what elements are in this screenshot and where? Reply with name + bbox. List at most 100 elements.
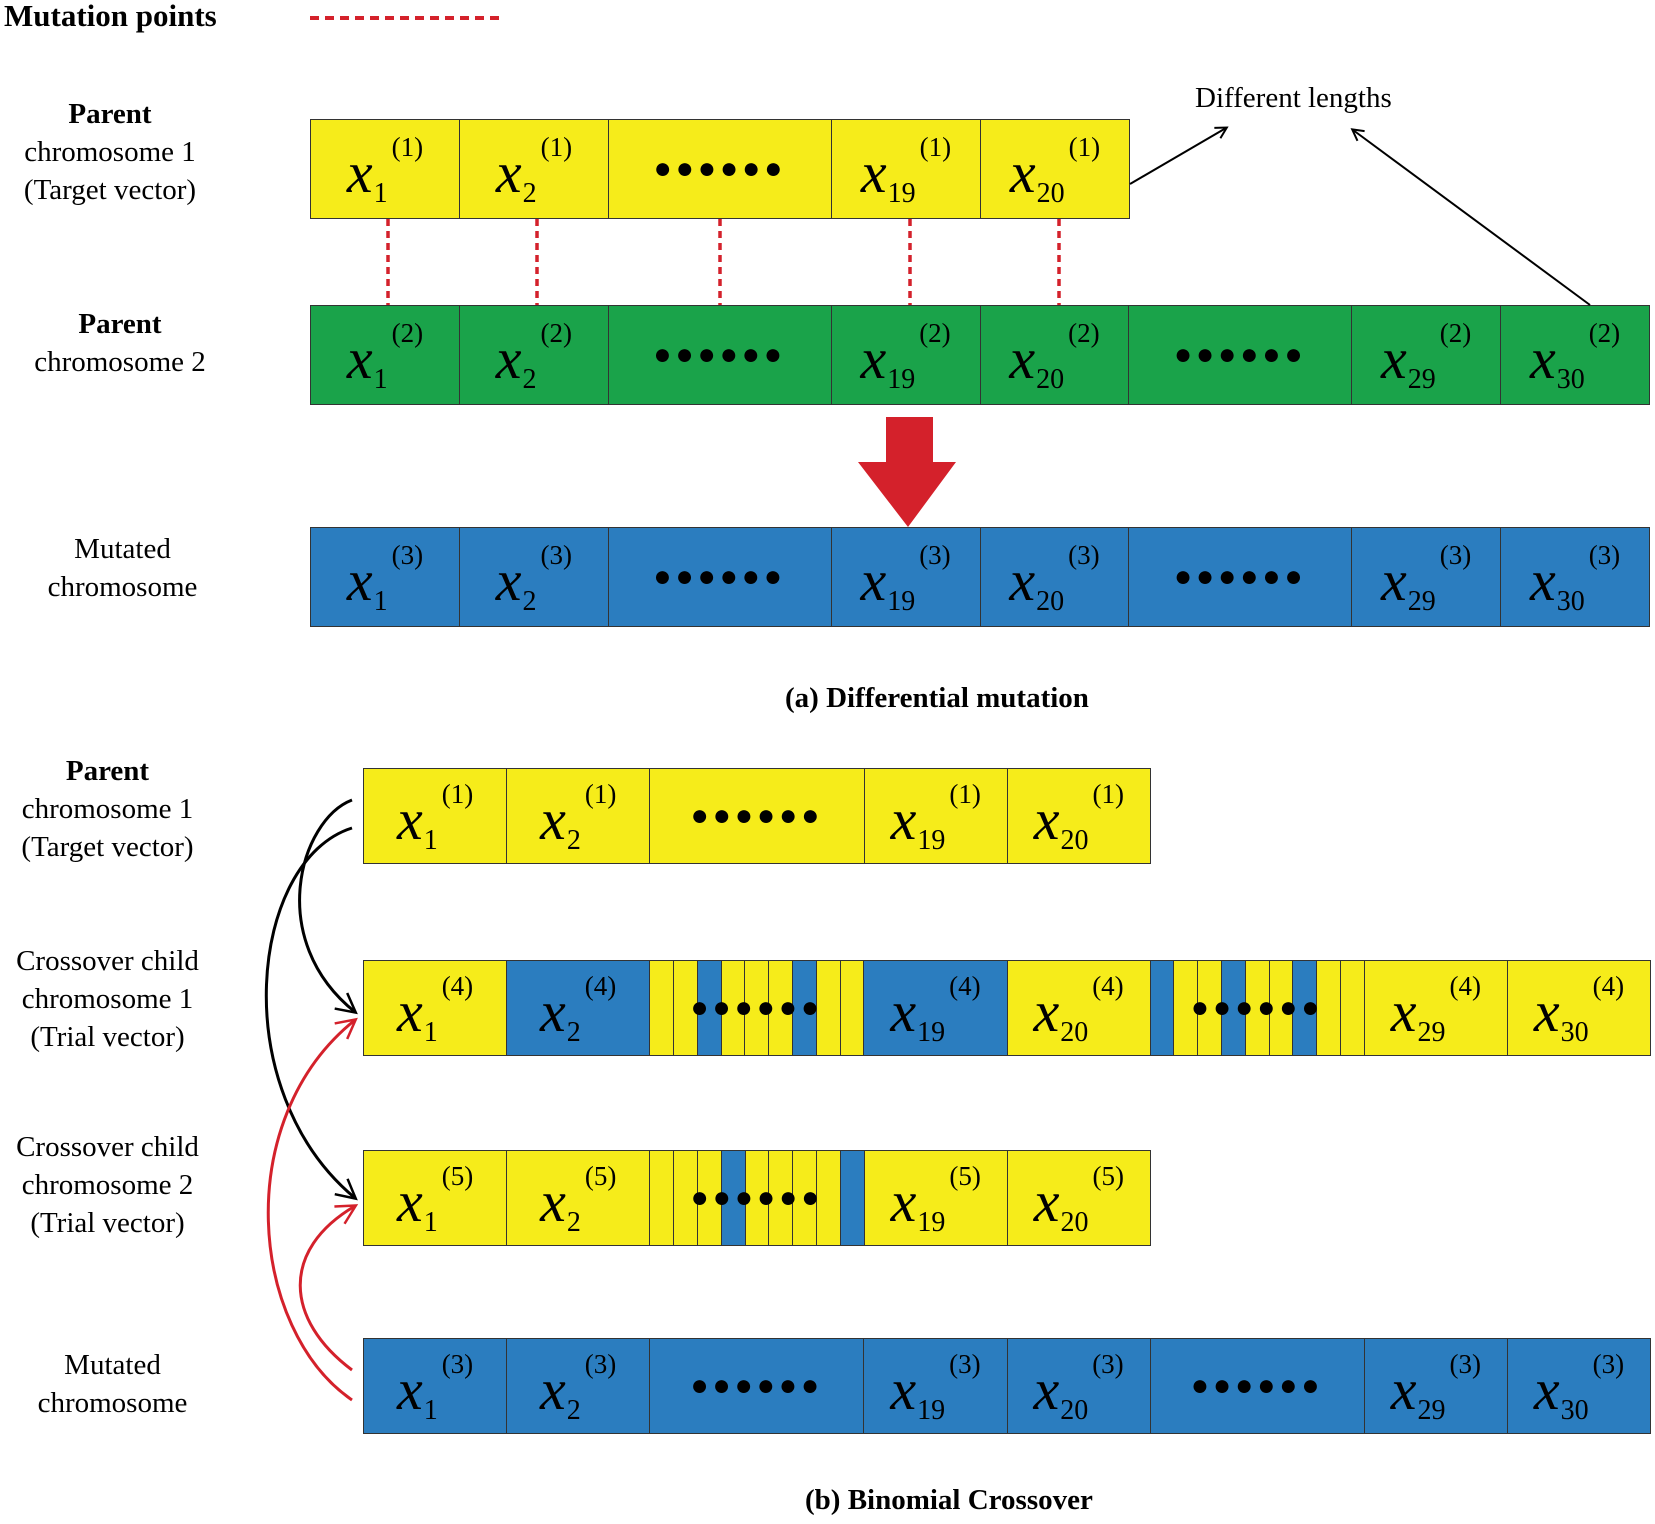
- gene-cell: x1(5): [363, 1150, 508, 1246]
- label-b-child2: Crossover child chromosome 2 (Trial vect…: [0, 1128, 215, 1242]
- label-b-mutated-line1: Mutated: [64, 1349, 161, 1381]
- gene-symbol-base: x: [1529, 326, 1556, 391]
- gene-cell: x19(1): [864, 768, 1008, 864]
- gene-stripe: [792, 1151, 817, 1245]
- gene-vector-id: (3): [919, 540, 951, 570]
- gene-symbol: x20(4): [1033, 973, 1123, 1047]
- gene-index: 19: [917, 825, 946, 856]
- label-b-child1-line3: (Trial vector): [30, 1021, 185, 1053]
- gene-vector-id: (3): [1588, 540, 1621, 570]
- gene-index: 29: [1407, 586, 1436, 617]
- gene-cell: x1(3): [310, 527, 460, 627]
- gene-symbol-base: x: [495, 140, 522, 205]
- annotation-different-lengths: Different lengths: [1195, 82, 1392, 114]
- gene-index: 30: [1556, 586, 1585, 617]
- gene-symbol-base: x: [540, 1169, 566, 1234]
- gene-vector-id: (3): [540, 540, 572, 570]
- gene-symbol-base: x: [495, 326, 522, 391]
- label-a-mutated: Mutated chromosome: [0, 530, 245, 606]
- gene-cell: x2(2): [459, 305, 609, 405]
- label-a-parent2: Parent chromosome 2: [0, 305, 240, 381]
- label-b-child2-line3: (Trial vector): [30, 1207, 185, 1239]
- gene-vector-id: (3): [1592, 1349, 1625, 1379]
- ellipsis-dots: ●●●●●●: [1190, 991, 1324, 1024]
- gene-cell: x1(1): [363, 768, 508, 864]
- gene-symbol-base: x: [396, 979, 423, 1044]
- gene-vector-id: (2): [391, 318, 424, 348]
- gene-index: 30: [1560, 1017, 1589, 1048]
- gene-symbol: x29(3): [1391, 1351, 1481, 1425]
- gene-stripe: [1173, 961, 1198, 1055]
- gene-symbol: x30(2): [1530, 320, 1620, 394]
- gene-index: 20: [1036, 364, 1065, 395]
- label-b-parent1: Parent chromosome 1 (Target vector): [0, 752, 215, 866]
- gene-vector-id: (2): [1588, 318, 1621, 348]
- gene-stripe: [1197, 961, 1221, 1055]
- gene-symbol: x20(1): [1034, 781, 1124, 855]
- gene-index: 2: [522, 178, 537, 209]
- gene-vector-id: (2): [1068, 318, 1100, 348]
- gene-vector-id: (1): [1068, 132, 1101, 162]
- gene-stripe: [720, 961, 745, 1055]
- gene-vector-id: (1): [1092, 779, 1125, 809]
- gene-index: 20: [1036, 586, 1065, 617]
- gene-stripe: [673, 961, 697, 1055]
- gene-index: 20: [1036, 178, 1065, 209]
- gene-symbol: x29(2): [1381, 320, 1471, 394]
- gene-ellipsis-cell: ●●●●●●: [650, 1150, 865, 1246]
- gene-cell: x2(4): [507, 960, 651, 1056]
- gene-symbol: x20(3): [1009, 542, 1099, 616]
- ellipsis-dots: ●●●●●●: [690, 1181, 824, 1214]
- gene-cell: x19(5): [864, 1150, 1008, 1246]
- mutation-result-arrow: [858, 417, 956, 527]
- gene-stripe: [1268, 961, 1293, 1055]
- gene-symbol: x29(4): [1391, 973, 1481, 1047]
- mutation-point-lines: [386, 219, 1061, 305]
- row-b-child1: x1(4)x2(4)●●●●●●x19(4)x20(4)●●●●●●x29(4)…: [363, 960, 1651, 1056]
- gene-vector-id: (5): [949, 1161, 981, 1191]
- gene-stripes: [650, 1151, 864, 1245]
- ellipsis-dots: ●●●●●●: [690, 1369, 824, 1402]
- label-a-parent1-line1: Parent: [68, 98, 152, 130]
- gene-index: 19: [917, 1207, 946, 1238]
- gene-stripes: [650, 961, 864, 1055]
- gene-index: 2: [522, 364, 537, 395]
- crossover-arrow-mutated-to-child2: [298, 1204, 359, 1372]
- crossover-arrow-mutated-to-child1: [266, 1017, 358, 1402]
- gene-cell: x20(4): [1007, 960, 1151, 1056]
- gene-stripe: [768, 1151, 793, 1245]
- label-b-parent1-line2: chromosome 1: [21, 793, 194, 825]
- gene-symbol-base: x: [540, 979, 566, 1044]
- gene-symbol: x1(4): [397, 973, 473, 1047]
- gene-symbol-base: x: [1381, 548, 1407, 613]
- gene-symbol: x19(4): [890, 973, 980, 1047]
- gene-cell: x30(3): [1507, 1338, 1651, 1434]
- gene-symbol-base: x: [890, 1357, 917, 1422]
- gene-cell: x20(1): [981, 119, 1130, 219]
- label-b-mutated: Mutated chromosome: [0, 1346, 225, 1422]
- gene-cell: x29(4): [1364, 960, 1508, 1056]
- gene-ellipsis-cell: ●●●●●●: [1150, 1338, 1365, 1434]
- gene-index: 19: [917, 1395, 946, 1426]
- gene-cell: x30(3): [1501, 527, 1650, 627]
- gene-index: 2: [566, 1207, 581, 1238]
- ellipsis-dots: ●●●●●●: [1173, 560, 1307, 593]
- gene-vector-id: (2): [540, 318, 572, 348]
- gene-symbol-base: x: [346, 326, 373, 391]
- label-b-mutated-line2: chromosome: [37, 1387, 188, 1419]
- label-b-child1-line2: chromosome 1: [21, 983, 194, 1015]
- gene-index: 19: [887, 586, 916, 617]
- gene-vector-id: (3): [441, 1349, 474, 1379]
- gene-index: 2: [566, 1017, 581, 1048]
- gene-symbol: x1(5): [397, 1163, 473, 1237]
- gene-stripe: [1244, 961, 1269, 1055]
- gene-symbol-base: x: [1009, 326, 1036, 391]
- gene-stripe: [1339, 961, 1364, 1055]
- gene-index: 30: [1556, 364, 1585, 395]
- label-a-parent1: Parent chromosome 1 (Target vector): [0, 95, 220, 209]
- gene-cell: x1(3): [363, 1338, 508, 1434]
- gene-symbol-base: x: [1009, 140, 1036, 205]
- gene-stripe: [816, 1151, 840, 1245]
- row-b-child2: x1(5)x2(5)●●●●●●x19(5)x20(5): [363, 1150, 1152, 1246]
